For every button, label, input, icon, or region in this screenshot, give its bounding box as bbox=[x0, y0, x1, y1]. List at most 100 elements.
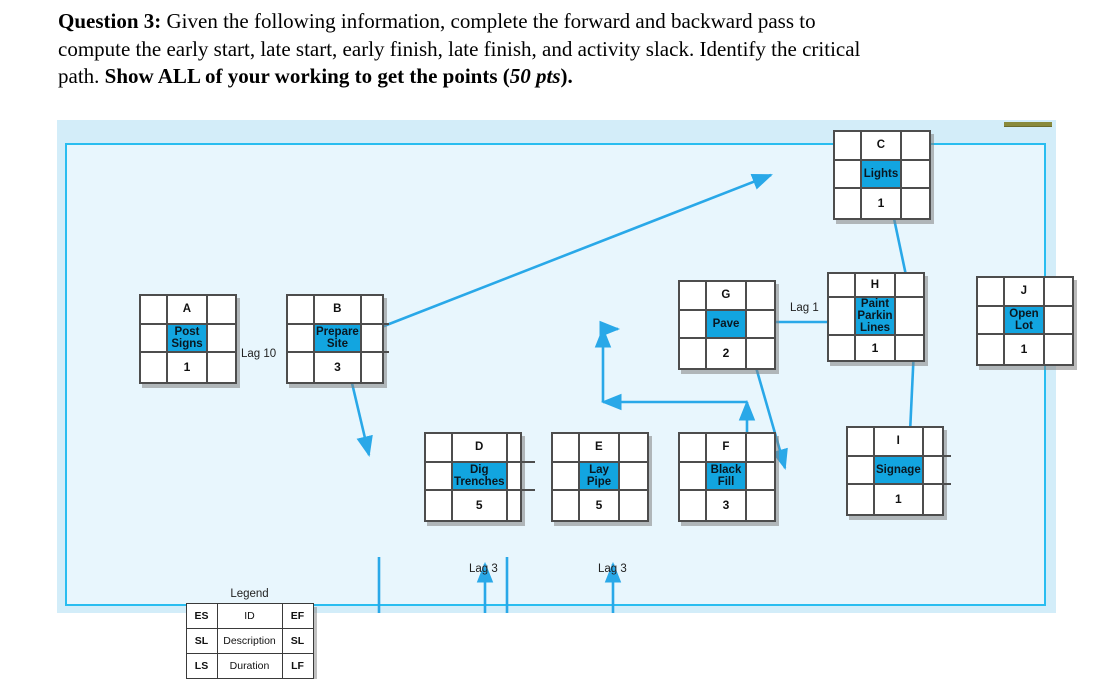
slack-right-cell bbox=[208, 325, 235, 354]
slack-right-cell bbox=[507, 463, 535, 492]
legend-cell-sl: SL bbox=[281, 628, 314, 654]
slack-left-cell bbox=[288, 324, 315, 354]
activity-id: I bbox=[875, 428, 924, 457]
es-cell bbox=[680, 282, 707, 311]
lf-cell bbox=[902, 189, 929, 218]
ls-cell bbox=[848, 485, 875, 514]
edge-label-lag1: Lag 1 bbox=[790, 302, 819, 314]
lf-cell bbox=[208, 353, 235, 382]
activity-duration: 1 bbox=[875, 485, 924, 514]
activity-id: H bbox=[856, 274, 896, 298]
legend-cell-sl: SL bbox=[185, 628, 218, 654]
es-cell bbox=[288, 296, 315, 325]
activity-duration: 5 bbox=[580, 491, 620, 520]
ef-cell bbox=[361, 296, 389, 325]
edge-label-lag3a: Lag 3 bbox=[469, 563, 498, 575]
ls-cell bbox=[829, 336, 856, 360]
lf-cell bbox=[508, 491, 535, 520]
question-label: Question 3: bbox=[58, 9, 162, 33]
lf-cell bbox=[747, 491, 774, 520]
activity-id: E bbox=[580, 434, 620, 463]
lf-cell bbox=[362, 353, 389, 382]
slack-left-cell bbox=[835, 160, 862, 190]
legend-cell-id: ID bbox=[216, 603, 283, 629]
es-cell bbox=[835, 132, 862, 161]
slack-left-cell bbox=[978, 306, 1005, 336]
question-line-3-suffix: ). bbox=[560, 64, 573, 89]
activity-duration: 5 bbox=[453, 491, 508, 520]
slack-right-cell bbox=[620, 463, 647, 492]
activity-duration: 1 bbox=[856, 336, 896, 360]
slack-right-cell bbox=[896, 298, 923, 337]
slack-right-cell bbox=[902, 161, 929, 190]
lf-cell bbox=[896, 336, 923, 360]
ef-cell bbox=[1045, 278, 1072, 307]
slack-right-cell bbox=[361, 325, 389, 354]
ls-cell bbox=[553, 491, 580, 520]
slack-right-cell bbox=[923, 457, 951, 486]
activity-duration: 3 bbox=[315, 353, 362, 382]
ef-cell bbox=[747, 282, 774, 311]
activity-id: D bbox=[453, 434, 508, 463]
slack-left-cell bbox=[680, 310, 707, 340]
activity-duration: 1 bbox=[1005, 335, 1045, 364]
slack-right-cell bbox=[1045, 307, 1072, 336]
ef-cell bbox=[747, 434, 774, 463]
es-cell bbox=[141, 296, 168, 325]
ls-cell bbox=[141, 353, 168, 382]
lf-cell bbox=[620, 491, 647, 520]
slack-left-cell bbox=[426, 462, 453, 492]
activity-description: Pave bbox=[707, 310, 747, 340]
question-line-1-rest: Given the following information, complet… bbox=[161, 9, 816, 33]
activity-id: A bbox=[168, 296, 208, 325]
activity-description: Lights bbox=[862, 160, 902, 190]
lf-cell bbox=[747, 339, 774, 368]
activity-duration: 3 bbox=[707, 491, 747, 520]
activity-id: F bbox=[707, 434, 747, 463]
slack-left-cell bbox=[829, 297, 856, 337]
question-line-2: compute the early start, late start, ear… bbox=[58, 36, 861, 61]
ls-cell bbox=[680, 339, 707, 368]
legend-cell-ef: EF bbox=[281, 603, 314, 629]
figure-top-marker bbox=[1004, 122, 1052, 127]
activity-id: G bbox=[707, 282, 747, 311]
question-line-3-prefix: path. bbox=[58, 64, 105, 89]
es-cell bbox=[426, 434, 453, 463]
slack-right-cell bbox=[747, 311, 774, 340]
edge-label-lag10: Lag 10 bbox=[241, 348, 277, 360]
ls-cell bbox=[680, 491, 707, 520]
legend-cell-es: ES bbox=[185, 603, 218, 629]
activity-duration: 1 bbox=[168, 353, 208, 382]
ls-cell bbox=[835, 189, 862, 218]
ef-cell bbox=[896, 274, 923, 298]
slack-left-cell bbox=[141, 324, 168, 354]
es-cell bbox=[978, 278, 1005, 307]
ef-cell bbox=[208, 296, 235, 325]
ef-cell bbox=[923, 428, 951, 457]
activity-duration: 1 bbox=[862, 189, 902, 218]
es-cell bbox=[553, 434, 580, 463]
activity-id: B bbox=[315, 296, 362, 325]
question-points: 50 pts bbox=[509, 64, 561, 89]
question-text: Question 3: Given the following informat… bbox=[58, 8, 1058, 91]
